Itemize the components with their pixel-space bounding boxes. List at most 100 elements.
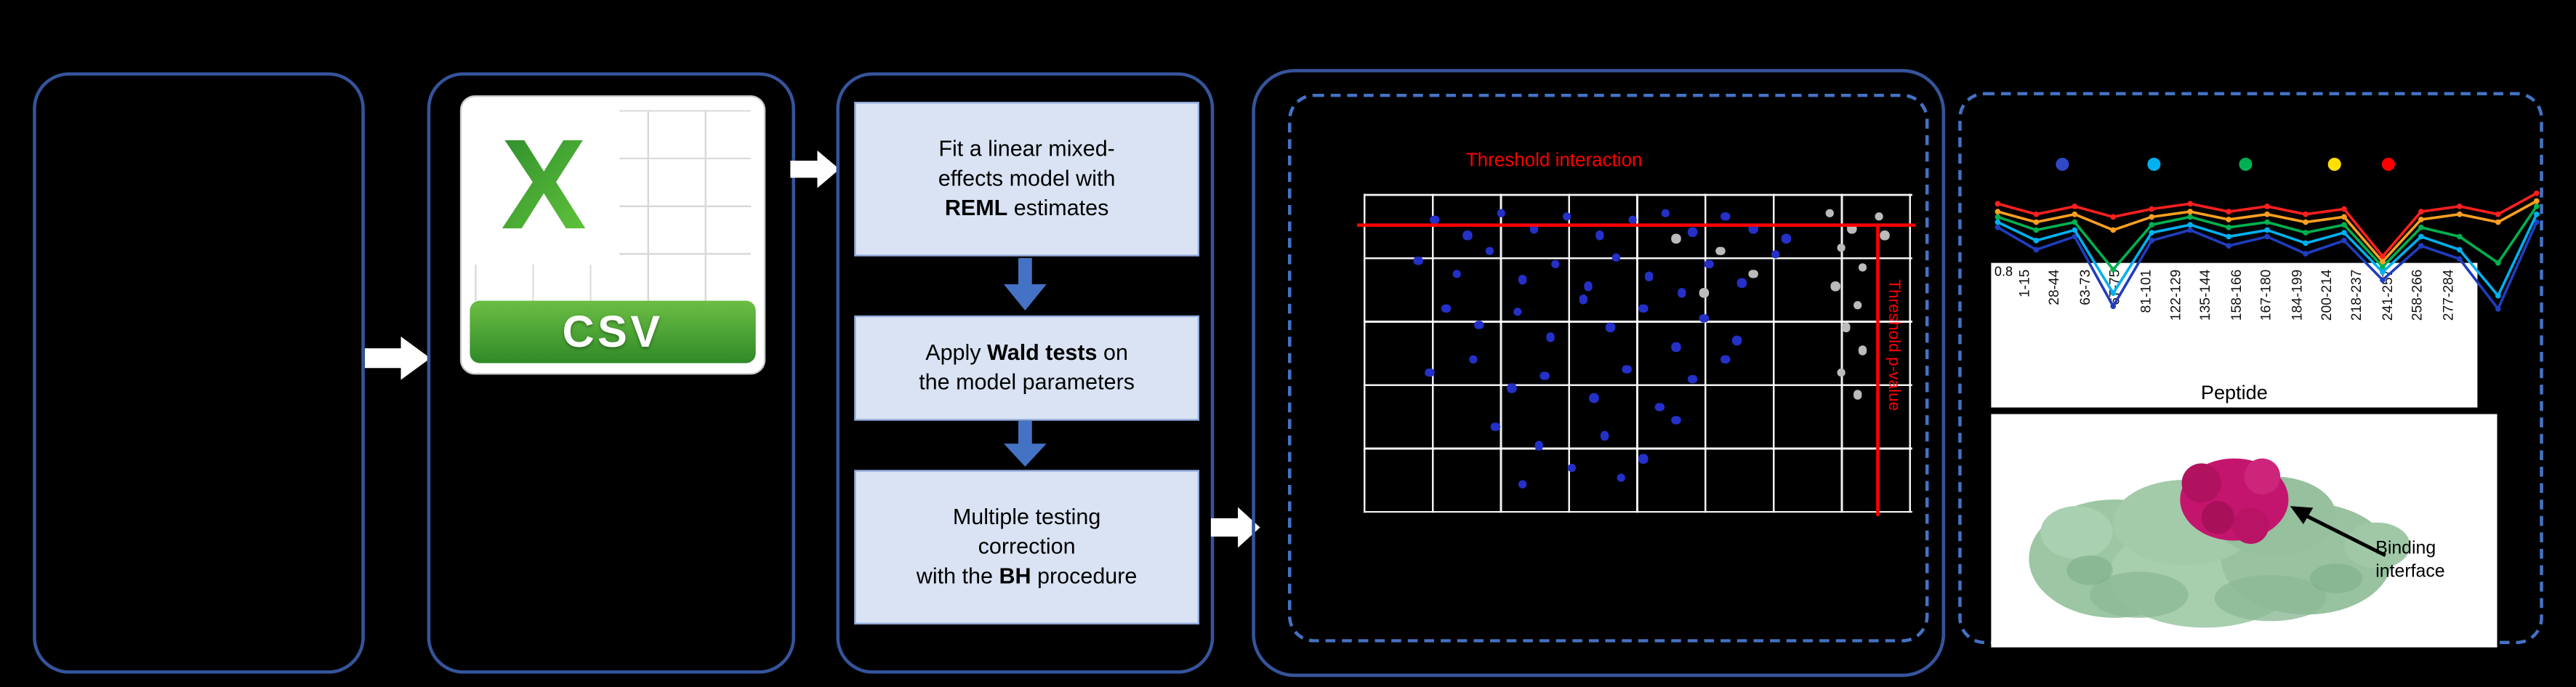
nonsignificant-data-point — [1699, 288, 1709, 297]
uptake-marker — [2149, 222, 2155, 228]
significant-data-point — [1617, 473, 1626, 483]
uptake-marker — [2533, 204, 2540, 209]
nonsignificant-data-point — [1858, 262, 1868, 272]
uptake-marker — [1995, 219, 2001, 225]
nonsignificant-data-point — [1875, 212, 1884, 221]
significant-data-point — [1513, 307, 1522, 317]
uptake-marker — [2072, 233, 2078, 240]
significant-data-point — [1770, 249, 1780, 260]
uptake-marker — [2457, 211, 2463, 217]
significant-data-point — [1600, 431, 1610, 441]
significant-data-point — [1720, 212, 1731, 221]
uptake-marker — [2226, 233, 2231, 240]
significant-data-point — [1606, 323, 1615, 333]
binding-interface-line1: Binding — [2375, 539, 2436, 559]
uptake-marker — [2264, 233, 2270, 240]
uptake-marker — [2110, 214, 2117, 220]
significant-data-point — [1704, 259, 1714, 269]
uptake-marker — [2533, 211, 2540, 217]
excel-logo-background: X — [468, 103, 620, 265]
significant-data-point — [1545, 332, 1555, 342]
binding-interface-label: Binding interface — [2375, 539, 2490, 584]
uptake-marker — [2033, 211, 2040, 217]
uptake-marker — [2303, 219, 2309, 225]
uptake-marker — [2341, 206, 2347, 212]
uptake-marker — [2457, 204, 2463, 209]
timepoint-legend-dot — [2381, 157, 2395, 172]
timepoint-legend-dot — [2239, 157, 2253, 172]
significant-data-point — [1507, 383, 1516, 393]
uptake-marker — [2303, 211, 2309, 217]
uptake-marker — [2380, 277, 2386, 283]
significant-data-point — [1622, 364, 1632, 374]
uptake-marker — [2187, 201, 2194, 207]
panel-input-data — [33, 72, 365, 674]
nonsignificant-data-point — [1858, 345, 1868, 355]
uptake-marker — [2495, 211, 2501, 217]
threshold-pvalue-line — [1876, 223, 1880, 516]
significant-data-point — [1782, 233, 1791, 244]
uptake-marker — [2033, 227, 2040, 233]
significant-data-point — [1518, 275, 1528, 285]
uptake-marker — [2457, 256, 2463, 262]
significant-data-point — [1474, 320, 1484, 329]
nonsignificant-data-point — [1842, 323, 1851, 333]
threshold-interaction-label: Threshold interaction — [1465, 150, 1643, 172]
uptake-marker — [2264, 211, 2270, 217]
flow-arrow-1-icon — [364, 336, 431, 380]
uptake-marker — [2380, 264, 2386, 270]
nonsignificant-data-point — [1836, 244, 1846, 253]
uptake-marker — [2380, 269, 2386, 276]
significant-data-point — [1644, 272, 1654, 281]
significant-data-point — [1485, 246, 1494, 256]
significant-data-point — [1539, 371, 1550, 380]
uptake-marker — [2149, 230, 2155, 236]
nonsignificant-data-point — [1853, 390, 1862, 400]
uptake-marker — [2380, 258, 2386, 265]
uptake-marker — [2303, 251, 2309, 257]
nonsignificant-data-point — [1830, 281, 1840, 292]
significant-data-point — [1562, 212, 1571, 221]
nonsignificant-data-point — [1880, 230, 1890, 240]
significant-data-point — [1578, 294, 1588, 304]
scatter-plot-area — [1363, 193, 1912, 513]
uptake-marker — [2072, 227, 2078, 233]
binding-interface-line2: interface — [2375, 561, 2445, 582]
significant-data-point — [1589, 393, 1599, 403]
significant-data-point — [1595, 230, 1604, 240]
uptake-marker — [2303, 230, 2309, 236]
significant-data-point — [1737, 278, 1747, 288]
binding-annotation-arrow-icon — [2290, 506, 2386, 558]
significant-data-point — [1430, 214, 1440, 224]
uptake-marker — [2303, 240, 2309, 246]
uptake-marker — [2226, 217, 2231, 222]
uptake-marker — [2457, 233, 2463, 240]
panel-csv-file: X CSV — [427, 72, 795, 674]
uptake-marker — [2533, 190, 2540, 196]
uptake-marker — [2149, 206, 2155, 212]
uptake-marker — [2072, 219, 2078, 225]
uptake-marker — [2457, 246, 2463, 253]
significant-data-point — [1567, 463, 1577, 473]
significant-data-point — [1534, 441, 1544, 451]
significant-data-point — [1672, 415, 1681, 425]
nonsignificant-data-point — [1748, 269, 1758, 278]
scatter-result-box — [1287, 93, 1929, 643]
peptide-axis-title: Peptide — [2200, 381, 2268, 405]
uptake-marker — [2264, 219, 2270, 225]
uptake-marker — [2341, 214, 2347, 220]
uptake-marker — [2187, 209, 2194, 214]
uptake-marker — [2033, 246, 2040, 253]
uptake-marker — [2341, 222, 2347, 228]
significant-data-point — [1463, 230, 1473, 240]
uptake-marker — [2418, 209, 2424, 214]
uptake-marker — [2072, 204, 2078, 209]
uptake-marker — [2341, 230, 2347, 236]
significant-data-point — [1720, 355, 1731, 364]
significant-data-point — [1638, 304, 1649, 313]
